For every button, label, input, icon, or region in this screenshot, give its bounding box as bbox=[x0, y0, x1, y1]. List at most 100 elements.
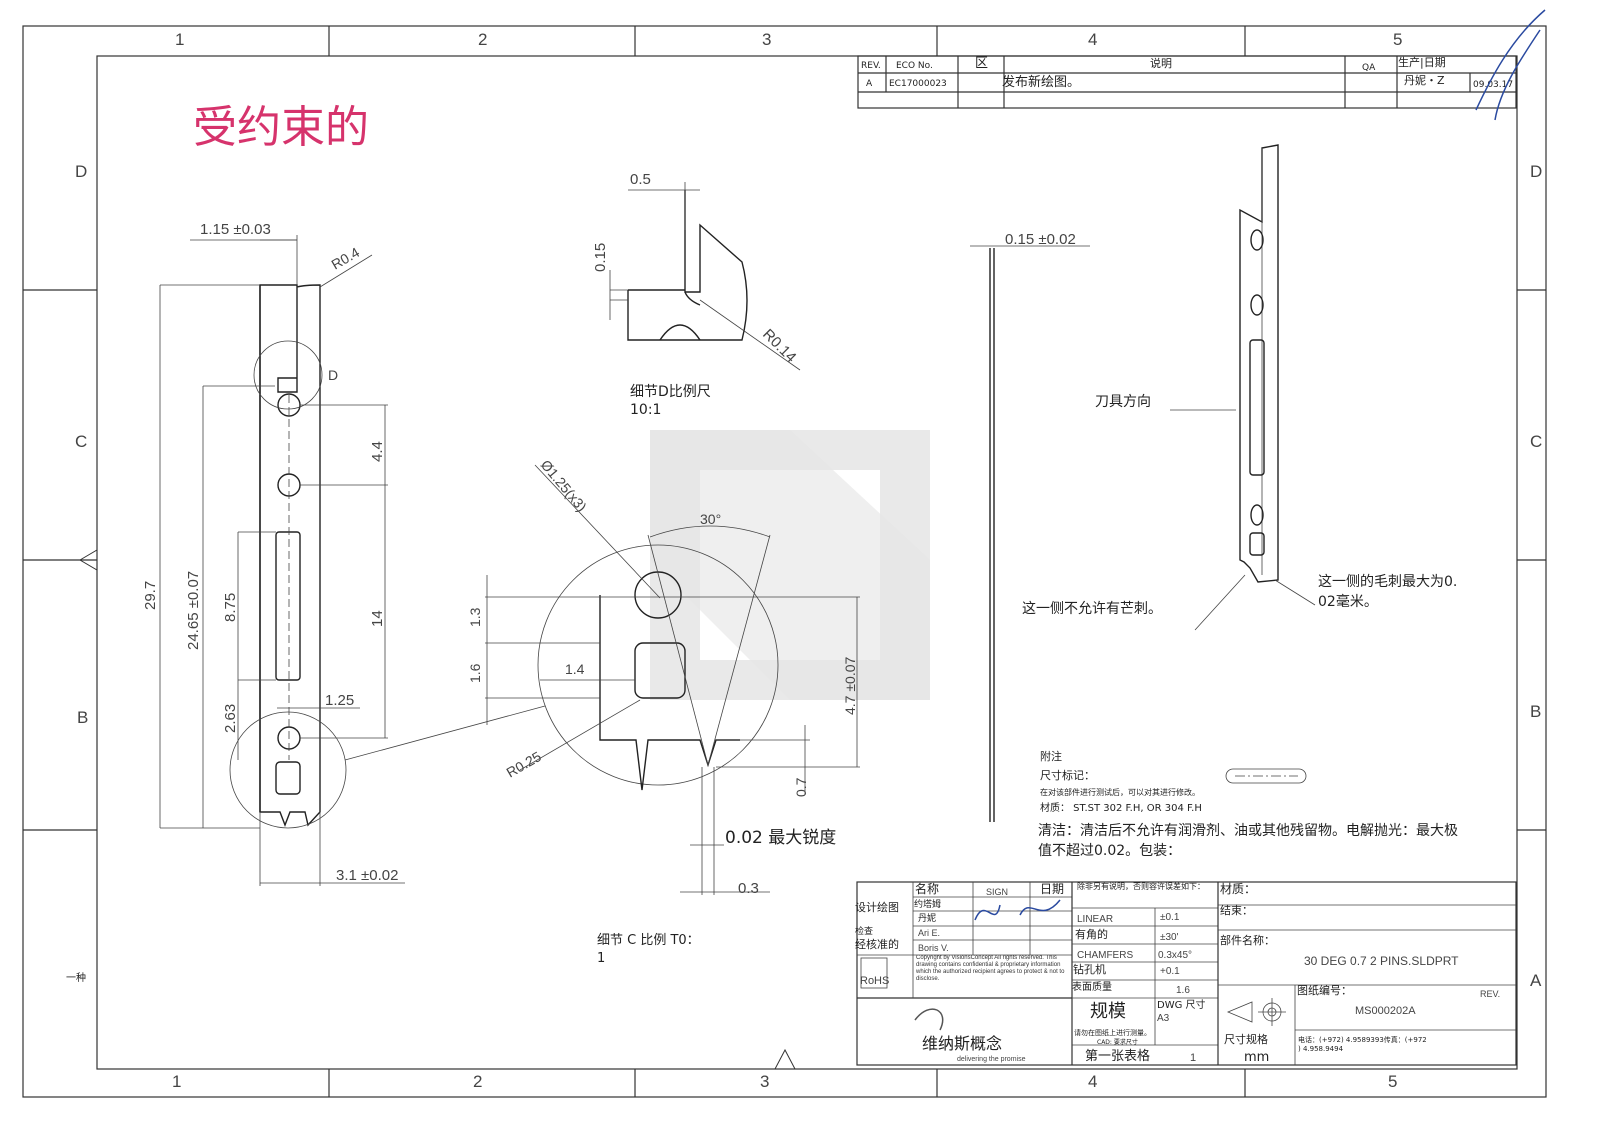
svg-text:02毫米。: 02毫米。 bbox=[1318, 593, 1378, 610]
svg-text:1.6: 1.6 bbox=[467, 663, 483, 683]
svg-text:R0.25: R0.25 bbox=[504, 748, 545, 781]
svg-text:尺寸标记：: 尺寸标记： bbox=[1040, 768, 1095, 782]
svg-text:0.15: 0.15 bbox=[592, 243, 609, 272]
svg-text:1: 1 bbox=[175, 30, 184, 49]
sheet-frame bbox=[22, 25, 1547, 1098]
svg-text:0.5: 0.5 bbox=[630, 171, 651, 188]
svg-text:QA: QA bbox=[1362, 63, 1376, 73]
svg-text:材质： ST.ST 302 F.H, OR 304 F.H: 材质： ST.ST 302 F.H, OR 304 F.H bbox=[1040, 801, 1202, 814]
svg-text:丹妮: 丹妮 bbox=[918, 912, 936, 924]
svg-text:日期: 日期 bbox=[1040, 882, 1064, 896]
svg-text:规模: 规模 bbox=[1090, 1001, 1126, 1022]
svg-text:结束：: 结束： bbox=[1220, 904, 1253, 917]
copyright-note: Copyright by VisionsConcept All rights r… bbox=[916, 955, 1065, 982]
svg-text:SIGN: SIGN bbox=[986, 887, 1008, 897]
svg-text:1: 1 bbox=[1190, 1052, 1196, 1064]
svg-text:RoHS: RoHS bbox=[860, 975, 889, 987]
projection-symbol-icon bbox=[1226, 998, 1286, 1026]
svg-text:值不超过0.02。包装：: 值不超过0.02。包装： bbox=[1038, 843, 1181, 859]
svg-text:尺寸规格: 尺寸规格 bbox=[1224, 1032, 1268, 1046]
svg-text:1.25: 1.25 bbox=[325, 692, 354, 709]
svg-text:4.7 ±0.07: 4.7 ±0.07 bbox=[842, 657, 858, 715]
svg-text:14: 14 bbox=[369, 610, 386, 627]
svg-text:MS000202A: MS000202A bbox=[1355, 1005, 1416, 1017]
svg-text:0.02 最大锐度: 0.02 最大锐度 bbox=[725, 828, 836, 848]
svg-text:3: 3 bbox=[760, 1072, 769, 1091]
svg-text:D: D bbox=[328, 367, 338, 383]
svg-text:30°: 30° bbox=[700, 511, 721, 527]
svg-text:电话：(+972) 4.9589393传真：(+972: 电话：(+972) 4.9589393传真：(+972 bbox=[1298, 1035, 1427, 1044]
svg-text:+0.1: +0.1 bbox=[1160, 966, 1180, 977]
svg-text:这一侧不允许有芒刺。: 这一侧不允许有芒刺。 bbox=[1022, 600, 1162, 617]
border-labels: 1 2 3 4 5 1 2 3 4 5 D C B D C B A 一种 bbox=[66, 30, 1542, 1091]
svg-text:材质：: 材质： bbox=[1220, 882, 1256, 896]
detail-d: 0.5 0.15 R0.14 细节D比例尺 10:1 bbox=[592, 171, 801, 418]
svg-text:图纸编号：: 图纸编号： bbox=[1297, 983, 1352, 997]
svg-text:4: 4 bbox=[1088, 30, 1097, 49]
svg-text:29.7: 29.7 bbox=[142, 581, 159, 610]
svg-text:30 DEG 0.7 2 PINS.SLDPRT: 30 DEG 0.7 2 PINS.SLDPRT bbox=[1304, 954, 1459, 968]
svg-text:Boris V.: Boris V. bbox=[918, 943, 949, 953]
svg-text:请勿在图纸上进行测量。: 请勿在图纸上进行测量。 bbox=[1074, 1028, 1151, 1037]
svg-text:Ari E.: Ari E. bbox=[918, 928, 940, 938]
svg-text:) 4.958.9494: ) 4.958.9494 bbox=[1298, 1045, 1344, 1053]
svg-text:2: 2 bbox=[478, 30, 487, 49]
svg-text:约塔姆: 约塔姆 bbox=[914, 898, 941, 910]
svg-text:C: C bbox=[75, 432, 87, 451]
main-view: 1.15 ±0.03 R0.4 D 29.7 24.65 ±0.07 8.75 … bbox=[142, 221, 546, 886]
svg-text:区: 区 bbox=[975, 56, 988, 71]
constrained-stamp: 受约束的 bbox=[193, 102, 369, 153]
svg-text:0.3: 0.3 bbox=[738, 880, 759, 897]
svg-text:1: 1 bbox=[597, 951, 605, 966]
svg-text:2: 2 bbox=[473, 1072, 482, 1091]
svg-text:设计绘图: 设计绘图 bbox=[855, 900, 899, 914]
svg-text:在对该部件进行测试后，可以对其进行修改。: 在对该部件进行测试后，可以对其进行修改。 bbox=[1040, 787, 1200, 797]
svg-text:发布新绘图。: 发布新绘图。 bbox=[1002, 74, 1080, 90]
svg-text:1.3: 1.3 bbox=[467, 607, 483, 627]
svg-text:3: 3 bbox=[762, 30, 771, 49]
svg-text:REV.: REV. bbox=[1480, 989, 1500, 999]
svg-text:说明: 说明 bbox=[1150, 56, 1172, 70]
svg-text:09.03.17: 09.03.17 bbox=[1473, 80, 1513, 90]
svg-text:一种: 一种 bbox=[66, 971, 86, 984]
svg-text:R0.4: R0.4 bbox=[329, 244, 363, 273]
svg-text:丹妮・Z: 丹妮・Z bbox=[1404, 73, 1445, 87]
notes: 附注 尺寸标记： 在对该部件进行测试后，可以对其进行修改。 材质： ST.ST … bbox=[1038, 749, 1458, 859]
svg-text:生产|日期: 生产|日期 bbox=[1398, 55, 1446, 69]
svg-text:有角的: 有角的 bbox=[1075, 927, 1108, 941]
svg-text:附注: 附注 bbox=[1040, 749, 1062, 763]
svg-text:2.63: 2.63 bbox=[222, 704, 239, 733]
svg-text:5: 5 bbox=[1388, 1072, 1397, 1091]
svg-text:除非另有说明，否则容许误差如下：: 除非另有说明，否则容许误差如下： bbox=[1077, 881, 1205, 891]
svg-text:24.65 ±0.07: 24.65 ±0.07 bbox=[185, 571, 202, 650]
svg-text:1.4: 1.4 bbox=[565, 661, 585, 677]
svg-text:A: A bbox=[1530, 971, 1542, 990]
svg-text:维纳斯概念: 维纳斯概念 bbox=[922, 1034, 1002, 1053]
svg-text:清洁：清洁后不允许有润滑剂、油或其他残留物。电解抛光：最大极: 清洁：清洁后不允许有润滑剂、油或其他残留物。电解抛光：最大极 bbox=[1038, 822, 1458, 839]
svg-text:0.3x45°: 0.3x45° bbox=[1158, 950, 1192, 961]
svg-text:3.1 ±0.02: 3.1 ±0.02 bbox=[336, 867, 398, 884]
iso-view: 刀具方向 这一侧不允许有芒刺。 这一侧的毛刺最大为0. 02毫米。 bbox=[1022, 144, 1457, 631]
svg-text:DWG 尺寸: DWG 尺寸 bbox=[1157, 998, 1206, 1011]
watermark-logo bbox=[650, 430, 930, 700]
svg-text:C: C bbox=[1530, 432, 1542, 451]
svg-text:±30': ±30' bbox=[1160, 932, 1179, 943]
svg-text:delivering the promise: delivering the promise bbox=[957, 1056, 1026, 1063]
title-block: 名称 SIGN 日期 设计绘图 约塔姆 检查 丹妮 经核准的 Ari E. Bo… bbox=[855, 881, 1517, 1066]
svg-text:1: 1 bbox=[172, 1072, 181, 1091]
svg-text:这一侧的毛刺最大为0.: 这一侧的毛刺最大为0. bbox=[1318, 573, 1457, 590]
side-view: 0.15 ±0.02 bbox=[970, 231, 1090, 822]
svg-text:D: D bbox=[75, 162, 87, 181]
svg-text:第一张表格: 第一张表格 bbox=[1085, 1048, 1150, 1064]
svg-text:10:1: 10:1 bbox=[630, 402, 661, 418]
svg-text:经核准的: 经核准的 bbox=[855, 937, 899, 951]
svg-text:4: 4 bbox=[1088, 1072, 1097, 1091]
svg-text:ECO No.: ECO No. bbox=[896, 61, 933, 71]
svg-text:名称: 名称 bbox=[915, 881, 939, 896]
svg-text:CAD: 要求尺寸: CAD: 要求尺寸 bbox=[1097, 1038, 1138, 1046]
svg-text:mm: mm bbox=[1244, 1050, 1269, 1065]
svg-text:A3: A3 bbox=[1157, 1013, 1170, 1024]
svg-text:0.15 ±0.02: 0.15 ±0.02 bbox=[1005, 231, 1076, 248]
